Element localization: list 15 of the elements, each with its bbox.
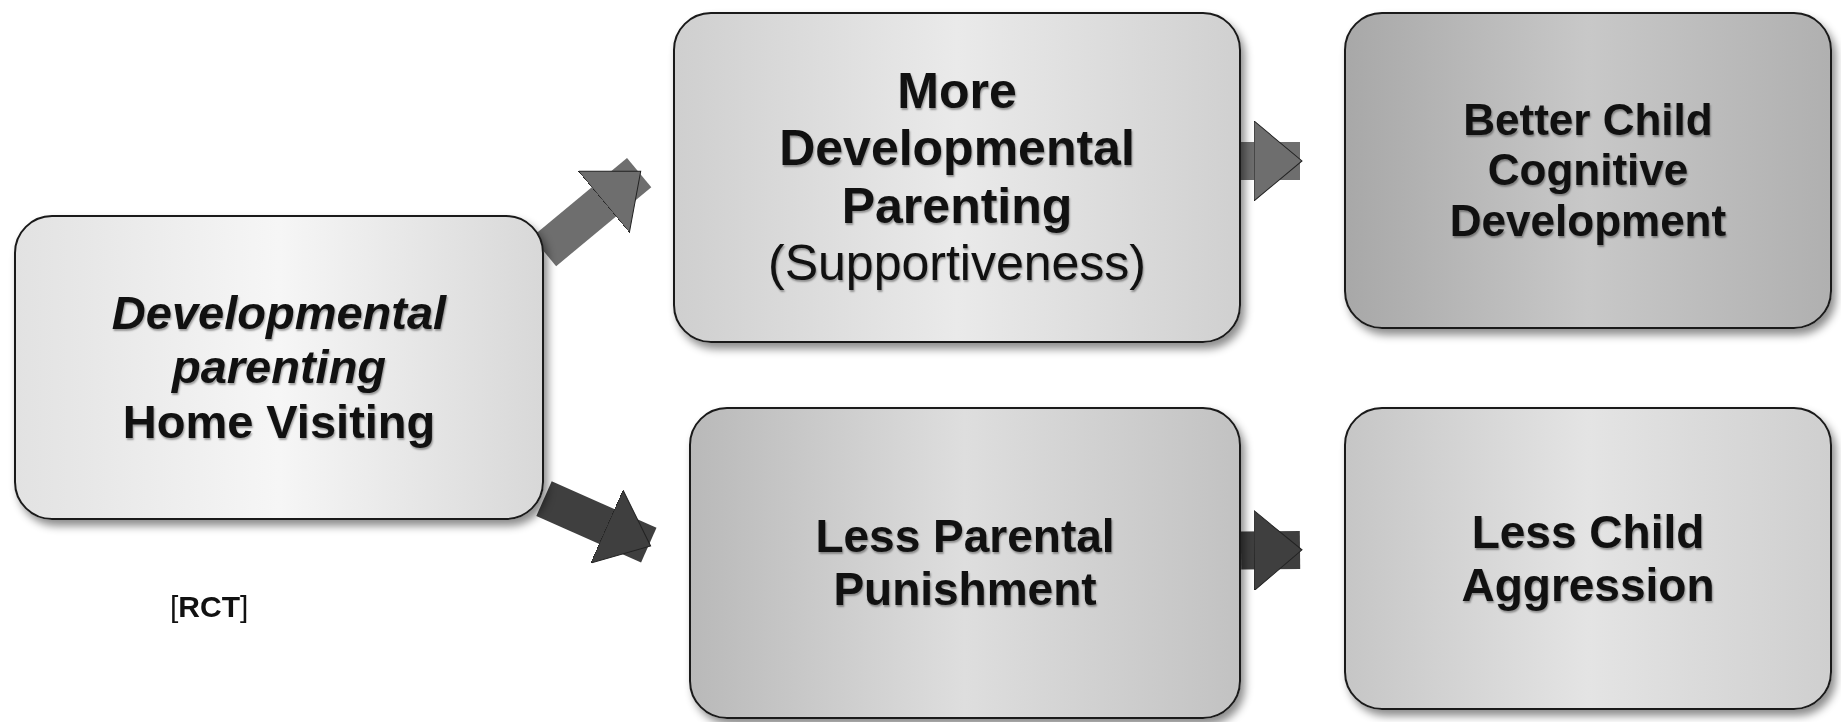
outcome-box (1344, 12, 1832, 329)
process-box (673, 12, 1241, 343)
block-arrow (1240, 509, 1303, 591)
node-text: Less Parental Punishment (814, 510, 1116, 616)
block-arrow (536, 481, 657, 564)
process-box (689, 407, 1241, 719)
process-box (14, 215, 544, 520)
node-text: Better Child Cognitive Development (1448, 94, 1728, 247)
node-text: Developmental parenting Home Visiting (110, 286, 448, 449)
subtitle-text: (Supportiveness) (767, 235, 1147, 293)
note-text: [RCT] (170, 590, 249, 624)
node-text: More Developmental Parenting (778, 62, 1136, 235)
node-text: Less Child Aggression (1460, 505, 1716, 612)
outcome-box (1344, 407, 1832, 710)
block-arrow (1241, 120, 1303, 202)
